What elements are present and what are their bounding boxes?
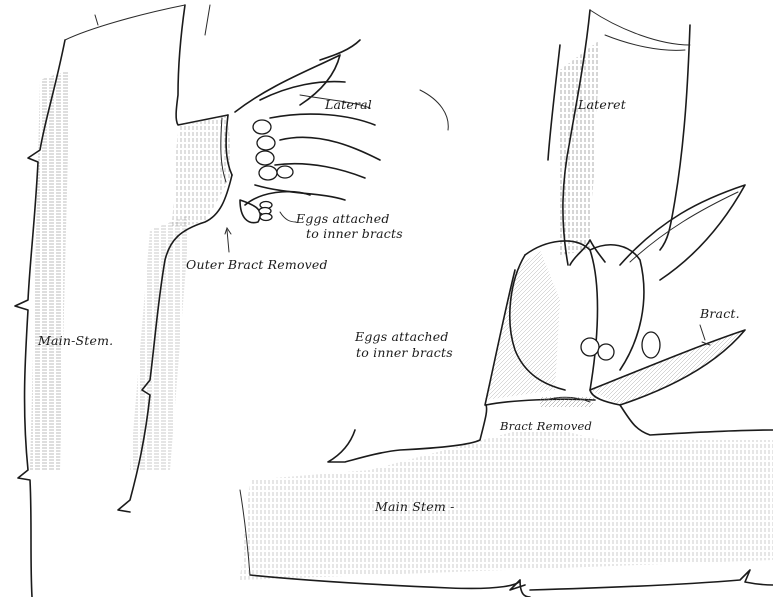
left-lateral-branch: [172, 40, 448, 228]
right-bracts: [485, 185, 745, 405]
right-lateral-label: Lateret: [578, 98, 626, 111]
left-main-stem-label: Main-Stem.: [38, 334, 113, 347]
right-lateral-stem: [548, 10, 690, 265]
left-egg-cluster: [253, 120, 293, 221]
right-main-stem-label: Main Stem -: [375, 500, 455, 513]
bract-removed-label: Bract Removed: [500, 420, 592, 433]
left-eggs-label-line2: to inner bracts: [306, 227, 403, 240]
left-eggs-label-line1: Eggs attached: [296, 212, 390, 225]
right-bract-label: Bract.: [700, 307, 740, 320]
right-eggs-label-line2: to inner bracts: [356, 346, 453, 359]
outer-bract-removed-label: Outer Bract Removed: [186, 258, 328, 271]
right-eggs-label-line1: Eggs attached: [355, 330, 449, 343]
right-egg-cluster: [581, 332, 660, 360]
left-main-stem: [15, 5, 232, 597]
left-lateral-label: Lateral: [325, 98, 372, 111]
